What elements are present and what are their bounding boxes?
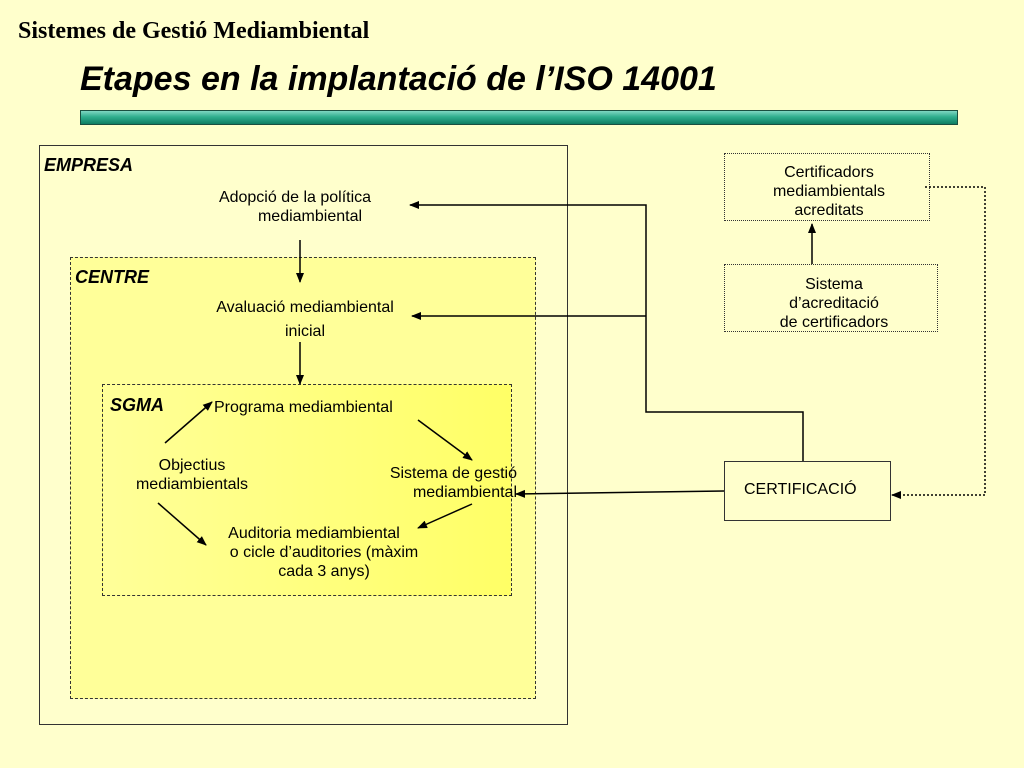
arrow-objectius-to-auditoria (157, 502, 207, 546)
auditoria-line1: Auditoria mediambiental (228, 525, 400, 542)
adopcio-politica-text: Adopció de la política mediambiental (180, 188, 410, 226)
acreditacio-text: Sistema d’acreditació de certificadors (724, 275, 944, 332)
adopcio-line2: mediambiental (257, 208, 363, 225)
avaluacio-line2: inicial (284, 323, 325, 340)
certificacio-box (724, 461, 891, 521)
auditoria-text: Auditoria mediambiental o cicle d’audito… (196, 524, 452, 581)
auditoria-line3: cada 3 anys) (278, 563, 370, 580)
page-title: Etapes en la implantació de l’ISO 14001 (80, 60, 717, 98)
adopcio-line1: Adopció de la política (218, 189, 372, 206)
certificadors-line3: acreditats (794, 202, 864, 219)
avaluacio-line1: Avaluació mediambiental (216, 299, 394, 316)
sgma-label: SGMA (110, 395, 164, 415)
arrow-programa-to-sistema (417, 419, 473, 461)
acreditacio-line1: Sistema (805, 276, 863, 293)
objectius-line2: mediambientals (135, 476, 249, 493)
certificadors-text: Certificadors mediambientals acreditats (724, 163, 934, 220)
certificadors-line2: mediambientals (772, 183, 886, 200)
certificadors-box (724, 153, 930, 221)
objectius-mediambientals-text: Objectius mediambientals (118, 456, 266, 494)
sgma-box (102, 384, 512, 596)
arrow-objectius-to-programa (164, 401, 213, 444)
title-underline-bar (80, 110, 958, 125)
sistema-gestio-line1: Sistema de gestió (389, 465, 517, 482)
acreditacio-line2: d’acreditació (789, 295, 879, 312)
acreditacio-line3: de certificadors (779, 314, 889, 331)
arrow-certificacio-to-sistema (515, 489, 725, 498)
programa-mediambiental-text: Programa mediambiental (214, 399, 393, 416)
arrow-certificacio-to-adopcio (409, 201, 804, 461)
arrow-certificadors-to-certificacio (891, 186, 986, 499)
arrow-sistema-to-auditoria (417, 503, 473, 529)
certificacio-text: CERTIFICACIÓ (744, 481, 857, 498)
certificadors-line1: Certificadors (784, 164, 874, 181)
sistema-gestio-line2: mediambiental (412, 484, 517, 501)
sistema-gestio-text: Sistema de gestió mediambiental (357, 464, 517, 502)
avaluacio-inicial-text: Avaluació mediambiental inicial (185, 296, 425, 344)
centre-label: CENTRE (75, 267, 150, 287)
empresa-label: EMPRESA (44, 155, 134, 175)
section-title: Sistemes de Gestió Mediambiental (18, 18, 370, 44)
acreditacio-box (724, 264, 938, 332)
auditoria-line2: o cicle d’auditories (màxim (229, 544, 419, 561)
objectius-line1: Objectius (158, 457, 226, 474)
